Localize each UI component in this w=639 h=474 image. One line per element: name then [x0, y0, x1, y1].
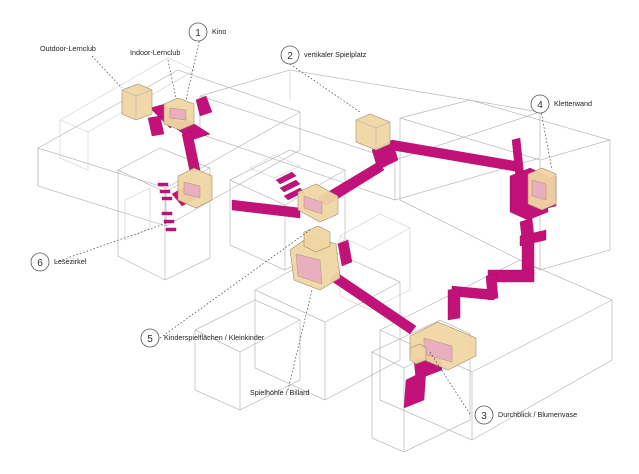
route-segment	[231, 199, 301, 219]
magenta-route	[147, 95, 557, 409]
callout-number: 1	[195, 28, 201, 39]
lesezirkel-steps	[157, 182, 177, 232]
route-segment	[337, 239, 353, 267]
label-kinderspiel: Kinderspielflächen / Kleinkinder	[164, 333, 265, 342]
callout-number: 5	[147, 334, 153, 345]
label-outdoor-lernclub: Outdoor-Lernclub	[40, 44, 96, 53]
spielplatz-box	[355, 113, 391, 151]
route-segment	[329, 271, 417, 335]
callout-kino: 1 Kino	[188, 22, 226, 42]
callout-lesezirkel: 6 Lesezirkel	[30, 252, 87, 272]
callout-number: 3	[481, 411, 487, 422]
leader-lines	[55, 37, 553, 415]
label-spielplatz: vertikaler Spielplatz	[304, 50, 367, 59]
label-kletterwand: Kletterwand	[554, 99, 592, 108]
callout-kletterwand: 4 Kletterwand	[530, 94, 592, 114]
callout-kinderspiel: 5 Kinderspielflächen / Kleinkinder	[140, 328, 265, 348]
route-segment	[519, 229, 547, 247]
route-segment	[195, 95, 213, 117]
route-segment	[147, 115, 165, 137]
route-segment	[403, 369, 427, 409]
route-segment	[447, 287, 461, 321]
label-spielhoehle: Spielhöhle / Billard	[250, 388, 310, 397]
outdoor-lernclub-box	[121, 83, 153, 121]
route-segment	[181, 131, 201, 173]
label-kino: Kino	[212, 27, 226, 36]
kinderspiel-steps	[275, 171, 305, 201]
label-indoor-lernclub: Indoor-Lernclub	[130, 48, 180, 57]
callout-number: 4	[537, 100, 543, 111]
label-durchblick: Durchblick / Blumenvase	[498, 410, 577, 419]
callout-number: 6	[37, 258, 43, 269]
label-lesezirkel: Lesezirkel	[54, 257, 87, 266]
callout-number: 2	[287, 51, 293, 62]
route-segment	[391, 139, 521, 173]
callout-spielplatz: 2 vertikaler Spielplatz	[280, 45, 367, 65]
programme-boxes	[121, 83, 557, 371]
callout-durchblick: 3 Durchblick / Blumenvase	[474, 405, 577, 425]
